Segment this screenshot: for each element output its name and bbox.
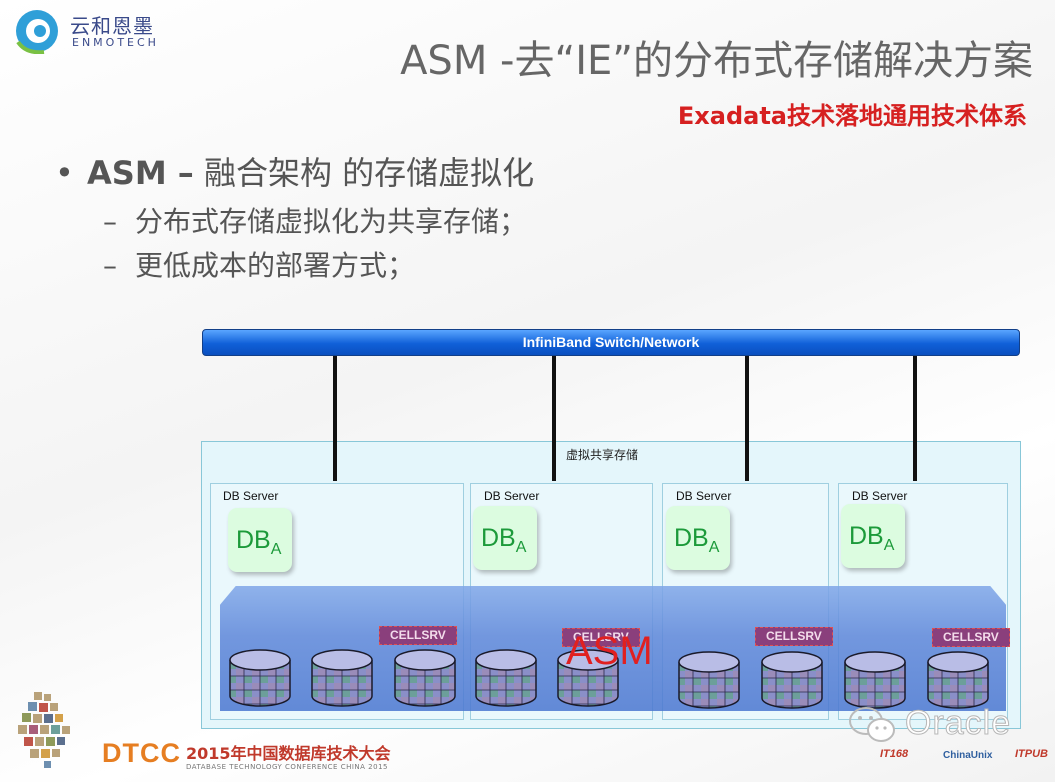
network-cable <box>333 355 337 481</box>
db-subscript: A <box>708 539 720 556</box>
disk-icon <box>927 651 989 709</box>
disk-icon <box>475 649 537 707</box>
db-label: DB <box>849 522 884 550</box>
cellsrv-badge: CELLSRV <box>755 627 833 646</box>
server-label: DB Server <box>852 489 908 503</box>
server-label: DB Server <box>676 489 732 503</box>
sub-bullet-dash: – <box>103 249 117 282</box>
sub-bullet-2: –更低成本的部署方式； <box>103 244 415 284</box>
logo-text-cn: 云和恩墨 <box>70 14 154 38</box>
disk-icon <box>229 649 291 707</box>
enmotech-logo: 云和恩墨 ENMOTECH <box>12 6 182 56</box>
bullet-dot: • <box>55 154 74 192</box>
db-label: DB <box>481 524 516 552</box>
disk-icon <box>761 651 823 709</box>
network-cable <box>552 355 556 481</box>
db-subscript: A <box>270 541 282 558</box>
disk-icon <box>678 651 740 709</box>
db-instance-1: DBA <box>228 508 292 572</box>
sponsor-chinaunix: ChinaUnix <box>943 750 993 761</box>
disk-icon <box>394 649 456 707</box>
network-cable <box>913 355 917 481</box>
disk-icon <box>311 649 373 707</box>
disk-icon <box>557 649 619 707</box>
db-label: DB <box>236 526 271 554</box>
db-instance-3: DBA <box>666 506 730 570</box>
sub-bullet-text: 分布式存储虚拟化为共享存储； <box>135 205 528 238</box>
server-label: DB Server <box>223 489 279 503</box>
sub-bullet-dash: – <box>103 205 117 238</box>
sponsor-it168: IT168 <box>880 748 909 760</box>
infiniband-switch: InfiniBand Switch/Network <box>202 329 1020 356</box>
storage-label: 虚拟共享存储 <box>566 448 639 462</box>
network-cable <box>745 355 749 481</box>
slide-subtitle: Exadata技术落地通用技术体系 <box>677 102 1027 130</box>
oracle-wordmark: Oracle <box>904 704 1012 743</box>
dtcc-title-en: DATABASE TECHNOLOGY CONFERENCE CHINA 201… <box>186 763 388 771</box>
sub-bullet-text: 更低成本的部署方式； <box>135 249 416 282</box>
enmotech-logo-icon <box>16 10 58 54</box>
dtcc-title-cn: 2015年中国数据库技术大会 <box>186 744 391 763</box>
bullet-main-text: 融合架构 的存储虚拟化 <box>193 154 535 192</box>
bullet-main-bold: ASM – <box>87 154 194 192</box>
cellsrv-badge: CELLSRV <box>379 626 457 645</box>
cellsrv-badge: CELLSRV <box>562 628 640 647</box>
db-instance-2: DBA <box>473 506 537 570</box>
logo-text-en: ENMOTECH <box>72 36 159 49</box>
db-instance-4: DBA <box>841 504 905 568</box>
slide-title: ASM -去“IE”的分布式存储解决方案 <box>400 38 1033 84</box>
asm-label: ASM <box>566 629 653 673</box>
server-label: DB Server <box>484 489 540 503</box>
bullet-main: • ASM – 融合架构 的存储虚拟化 <box>55 148 534 194</box>
sponsor-itpub: ITPUB <box>1015 748 1048 760</box>
disk-icon <box>844 651 906 709</box>
db-subscript: A <box>883 537 895 554</box>
china-map-icon <box>18 692 70 768</box>
sub-bullet-1: –分布式存储虚拟化为共享存储； <box>103 200 527 240</box>
db-label: DB <box>674 524 709 552</box>
wechat-icon <box>849 707 895 742</box>
cellsrv-badge: CELLSRV <box>932 628 1010 647</box>
dtcc-logo: DTCC <box>102 738 181 768</box>
db-subscript: A <box>515 539 527 556</box>
